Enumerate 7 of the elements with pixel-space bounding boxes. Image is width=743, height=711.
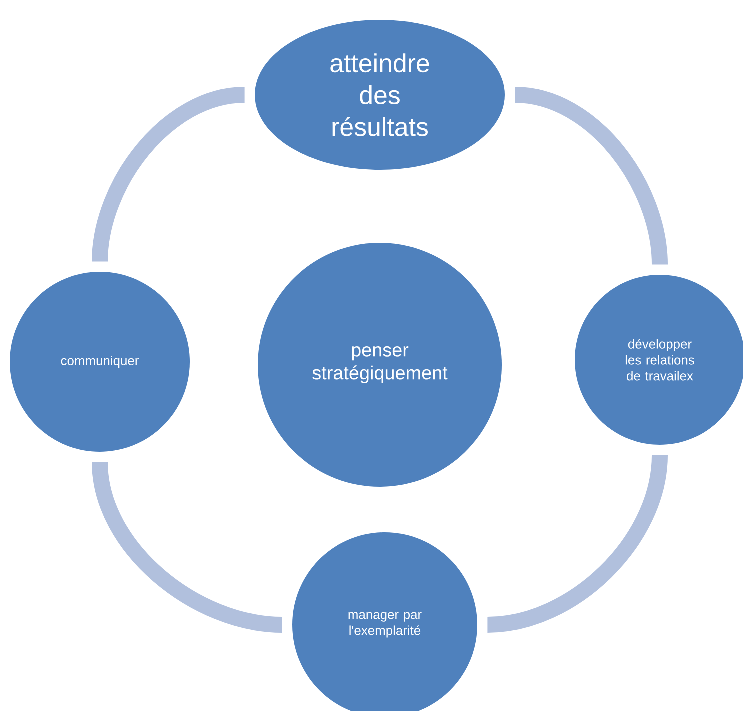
ring-segment: [487, 454, 668, 633]
circle-node: penser stratégiquement: [258, 243, 502, 487]
ring-segment: [92, 461, 283, 633]
ring-segment: [514, 87, 668, 266]
ellipse-node: atteindre des résultats: [255, 20, 505, 170]
ring-segment: [92, 87, 246, 262]
circle-node: communiquer: [10, 272, 190, 452]
